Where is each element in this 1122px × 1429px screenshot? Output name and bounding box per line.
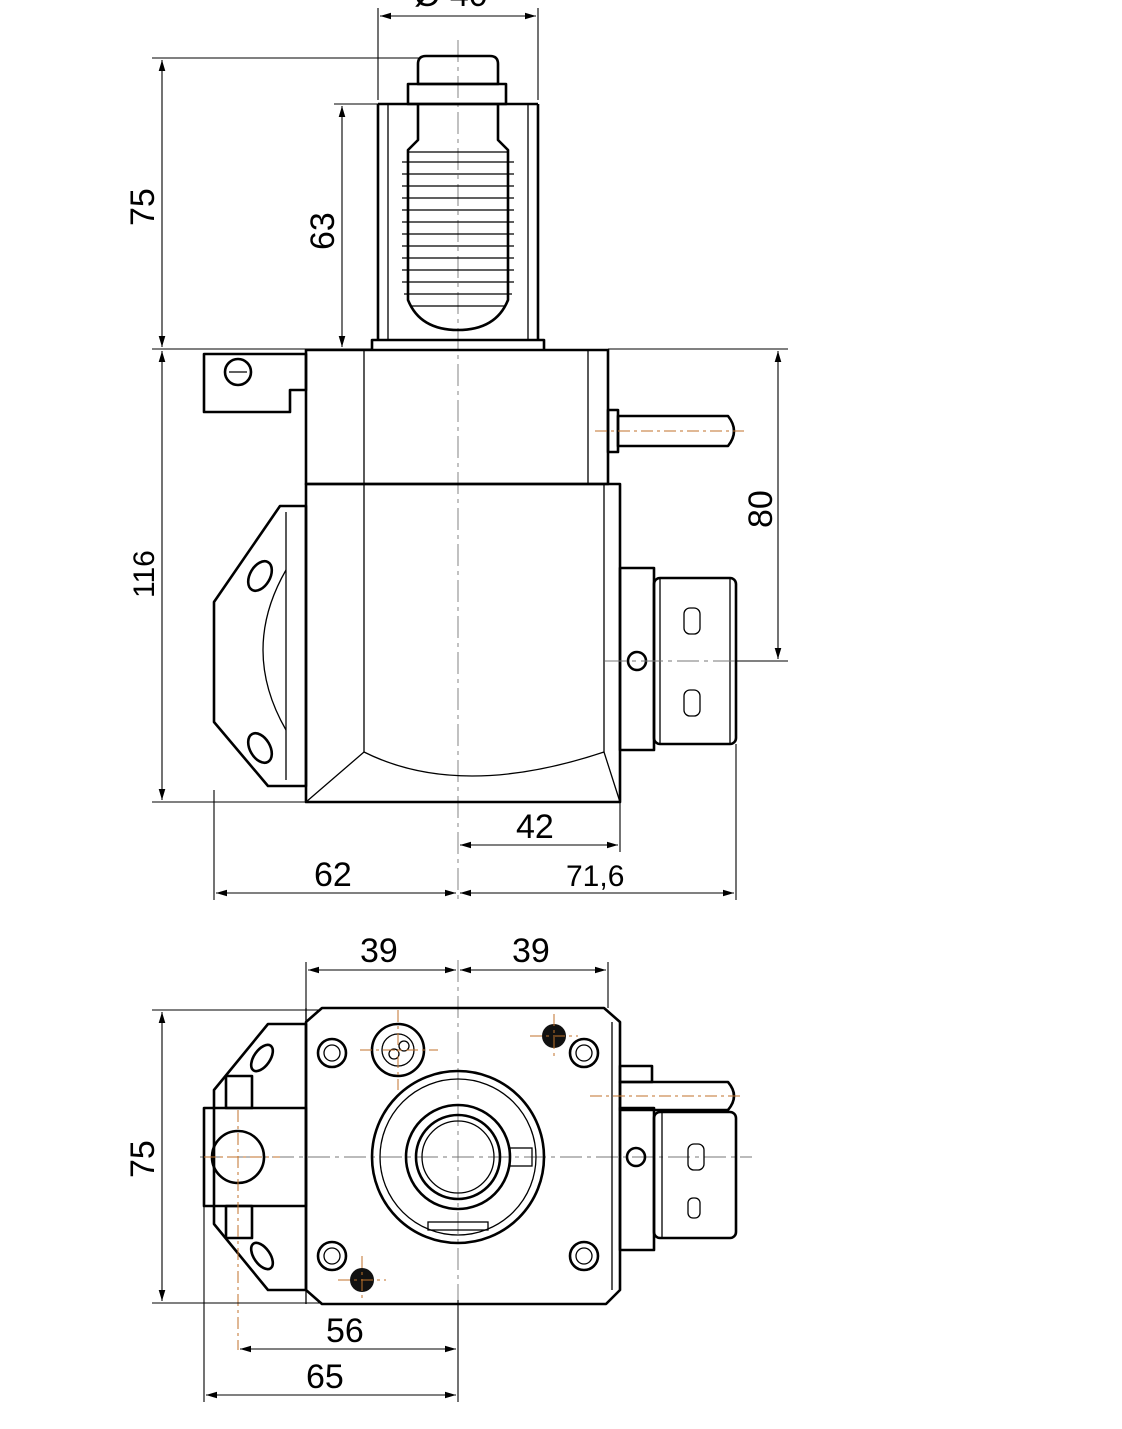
coolant-port: [360, 1010, 438, 1090]
side-pin: [595, 408, 744, 454]
dim-half-widths: 39 39: [305, 932, 609, 1020]
output-spindle: [605, 566, 780, 752]
dim-diameter-label: Ø 40: [414, 0, 488, 14]
main-housing: [304, 348, 622, 804]
dim-top-height-label: 75: [124, 1140, 162, 1178]
central-bore: [370, 1069, 546, 1245]
dim-body-height-label: 116: [128, 550, 161, 598]
top-housing: [304, 1006, 622, 1306]
top-spindle: [590, 1064, 744, 1252]
dim-outer-offset-label: 65: [306, 1358, 344, 1396]
corner-screws: [316, 1014, 600, 1300]
dim-shank-height-label: 63: [304, 212, 342, 250]
dim-inner-offset-label: 56: [326, 1312, 364, 1350]
dim-top-height: 75: [124, 1009, 320, 1304]
dim-right-half-label: 39: [512, 932, 550, 970]
dim-spindle-height-label: 80: [742, 490, 780, 528]
dim-lower-offsets: 56 65: [203, 1206, 459, 1402]
threaded-shank: [402, 104, 514, 332]
clamp-bracket: [202, 352, 308, 414]
dim-diameter: Ø 40: [377, 0, 539, 100]
side-view: Ø 40 75 63 116 80: [124, 0, 788, 900]
dim-right-extent-label: 71,6: [566, 860, 624, 893]
dim-left-half-label: 39: [360, 932, 398, 970]
top-view: 39 39 75 56 65: [124, 932, 752, 1402]
drive-tang: [406, 54, 508, 106]
dim-shank-height: 63: [304, 103, 378, 347]
dim-body-height: 116: [128, 351, 306, 803]
dim-left-extent-label: 62: [314, 856, 352, 894]
left-flange: [212, 504, 308, 788]
dim-total-height: 75: [124, 57, 420, 350]
dim-right-offset: 42: [460, 802, 621, 852]
dim-spindle-height: 80: [608, 348, 788, 662]
dim-right-offset-label: 42: [516, 808, 554, 846]
shank-cylinder: [370, 102, 546, 350]
top-clamp: [202, 1022, 308, 1350]
dim-horizontal-extents: 62 71,6: [213, 744, 737, 900]
dim-total-height-label: 75: [124, 188, 162, 226]
